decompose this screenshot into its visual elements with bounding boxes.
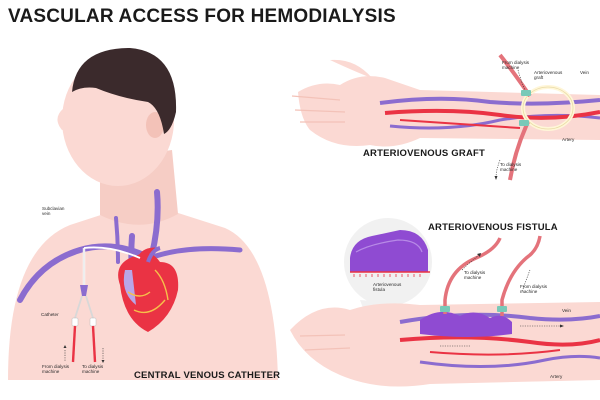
fistula-vein-label: Vein [562,308,571,313]
fistula-artery-label: Artery [550,374,563,379]
graft-vein-label: Vein [580,70,589,75]
heart [118,246,179,332]
graft-caption: ARTERIOVENOUS GRAFT [363,148,486,159]
catheter-caption: CENTRAL VENOUS CATHETER [134,370,281,381]
catheter-line [63,246,141,363]
graft-artery-label: Artery [562,137,575,142]
catheter-label: Catheter [41,312,59,317]
fistula-arm [290,235,600,387]
fistula-inset [344,218,432,322]
fistula-caption: ARTERIOVENOUS FISTULA [428,222,558,233]
graft-loop [494,53,575,181]
page-title: VASCULAR ACCESS FOR HEMODIALYSIS [8,6,396,27]
